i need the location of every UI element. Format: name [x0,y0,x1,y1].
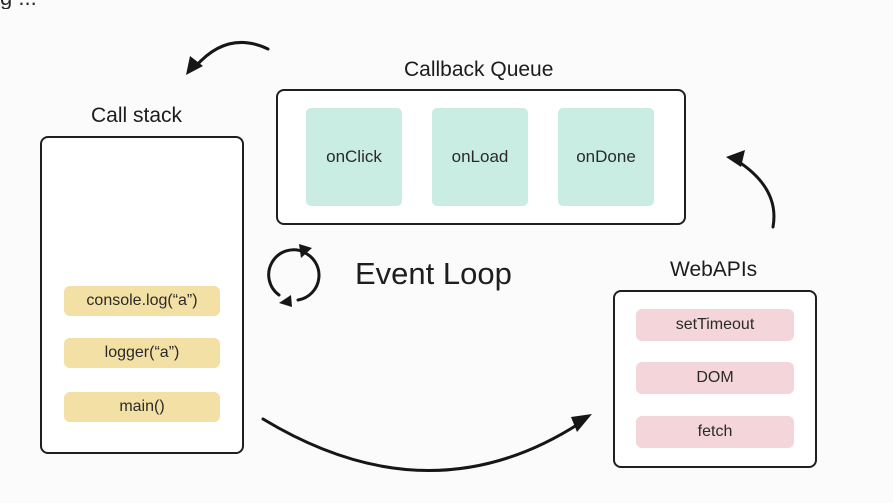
queue-item-ondone: onDone [558,108,654,206]
webapis-to-queue-arrow [734,158,776,229]
stack-frame-logger: logger(“a”) [64,338,220,368]
callback-queue-title: Callback Queue [404,58,554,81]
stack-frame-console-log: console.log(“a”) [64,286,220,316]
arrowhead-loop-lower [279,295,292,307]
queue-to-stack-arrow [194,41,270,68]
web-apis-title: WebAPIs [670,258,758,281]
web-api-settimeout: setTimeout [636,309,794,341]
queue-item-onclick: onClick [306,108,402,206]
arrowhead-webapis-to-queue [726,150,745,167]
stack-to-webapis-arrow [261,417,582,472]
call-stack-title: Call stack [91,104,183,127]
web-api-dom: DOM [636,362,794,394]
arrowhead-queue-to-stack [186,56,203,75]
cropped-header-text: g ... [0,0,893,9]
arrowhead-loop-upper [299,244,312,258]
loop-icon-lower-arc [296,250,321,302]
loop-icon-upper-arc [267,248,306,297]
queue-item-onload: onLoad [432,108,528,206]
web-api-fetch: fetch [636,416,794,448]
stack-frame-main: main() [64,392,220,422]
event-loop-label: Event Loop [355,256,512,291]
arrowhead-stack-to-webapis [571,414,592,432]
